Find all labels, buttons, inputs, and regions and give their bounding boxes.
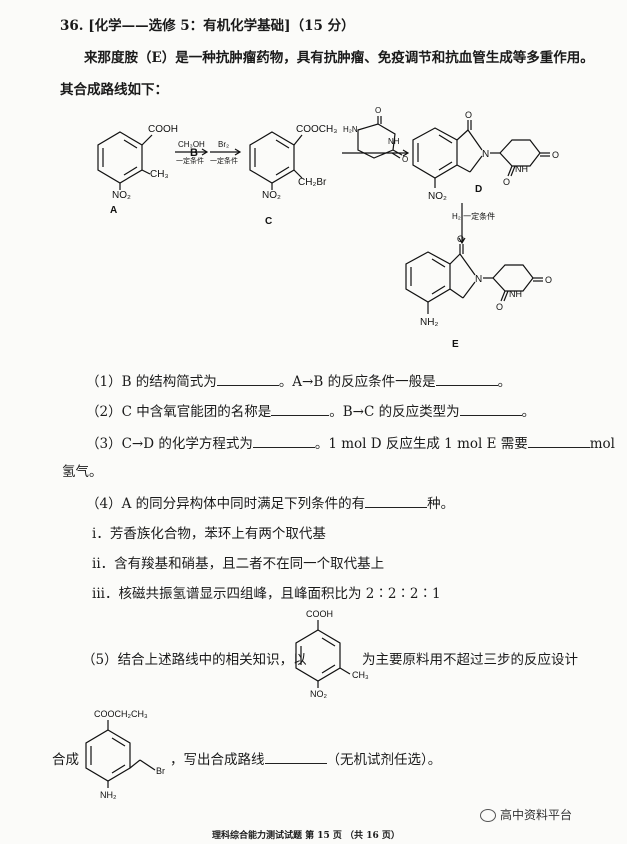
q5s1-no2: NO₂: [310, 689, 328, 699]
d-label: D: [475, 184, 482, 195]
d-no2: NO₂: [428, 191, 447, 202]
d-o2: O: [503, 177, 510, 187]
question-1: （1）B 的结构简式为 。A→B 的反应条件一般是 。: [86, 370, 511, 390]
q2-blank-1[interactable]: [271, 403, 330, 416]
a-no2: NO₂: [112, 190, 131, 201]
c-ch2br: CH₂Br: [298, 177, 327, 188]
e-o1: O: [457, 234, 464, 244]
d-o3: O: [552, 150, 559, 160]
wechat-icon: [480, 809, 496, 823]
reagent-o1: O: [375, 106, 381, 115]
reagent-h2n: H₂N: [343, 125, 358, 134]
e-nh: NH: [509, 289, 522, 299]
reagent-nh: NH: [388, 137, 400, 146]
e-label: E: [452, 339, 459, 350]
d-o1: O: [465, 110, 472, 120]
c-ester: COOCH₃: [296, 124, 337, 135]
compound-c-ring: [249, 131, 295, 184]
q3-continuation: 氢气。: [62, 464, 103, 480]
arrow2-top: Br₂: [218, 140, 229, 149]
q5-blank[interactable]: [264, 751, 327, 764]
q5s1-cooh: COOH: [306, 609, 333, 619]
q3-text-b: 。1 mol D 反应生成 1 mol E 需要: [314, 436, 528, 452]
q5-line: ，写出合成路线 （无机试剂任选）。: [170, 748, 441, 768]
watermark: 高中资料平台: [480, 806, 572, 823]
compound-d-ring: [412, 127, 458, 179]
b-label: B: [190, 147, 198, 159]
q4-blank[interactable]: [365, 495, 428, 508]
q3-text-a: （3）C→D 的化学方程式为: [86, 436, 253, 452]
q5-target-ring: [85, 729, 131, 782]
q1-blank-1[interactable]: [216, 373, 279, 386]
q4-condition-ii: ii．含有羧基和硝基，且二者不在同一个取代基上: [92, 556, 385, 572]
intro-line-2: 其合成路线如下：: [60, 82, 168, 98]
q5-text-b: 为主要原料用不超过三步的反应设计: [362, 652, 578, 668]
question-3: （3）C→D 的化学方程式为 。1 mol D 反应生成 1 mol E 需要 mo…: [86, 432, 615, 452]
question-2: （2）C 中含氧官能团的名称是 。B→C 的反应类型为 。: [86, 400, 535, 420]
reagent-o2: O: [402, 155, 408, 164]
c-label: C: [265, 216, 272, 227]
intro-line-1: 来那度胺（E）是一种抗肿瘤药物，具有抗肿瘤、免疫调节和抗血管生成等多重作用。: [84, 50, 594, 66]
q2-text-a: （2）C 中含氧官能团的名称是: [86, 404, 272, 420]
q5s2-br: Br: [156, 766, 165, 776]
q3-blank-1[interactable]: [252, 435, 315, 448]
q5s2-ester: COOCH₂CH₃: [94, 709, 148, 719]
q3-blank-2[interactable]: [527, 435, 590, 448]
a-cooh: COOH: [148, 124, 178, 135]
e-o3: O: [545, 275, 552, 285]
q1-text-b: 。A→B 的反应条件一般是: [278, 374, 436, 390]
q1-text-a: （1）B 的结构简式为: [86, 374, 217, 390]
q5s2-nh2: NH₂: [100, 790, 117, 800]
q2-text-b: 。B→C 的反应类型为: [329, 404, 460, 420]
q5-text-e: （无机试剂任选）。: [326, 752, 442, 768]
q5-text-d: ，写出合成路线: [170, 752, 265, 768]
e-nh2: NH₂: [420, 317, 438, 328]
question-points: （15 分）: [290, 18, 355, 34]
c-no2: NO₂: [262, 190, 281, 201]
q1-blank-2[interactable]: [435, 373, 498, 386]
a-ch3: CH₃: [150, 169, 169, 180]
q4-condition-i: i．芳香族化合物，苯环上有两个取代基: [92, 526, 326, 542]
arrow1-top: CH₃OH: [178, 140, 205, 149]
d-nh: NH: [515, 164, 528, 174]
compound-a-ring: [97, 131, 143, 184]
q4-text-a: （4）A 的同分异构体中同时满足下列条件的有: [86, 496, 366, 512]
a-label: A: [110, 205, 117, 216]
arrow2-bottom: 一定条件: [210, 156, 238, 165]
e-n: N: [475, 274, 482, 285]
d-n: N: [482, 149, 489, 160]
q2-text-c: 。: [521, 404, 536, 420]
question-number: 36.: [60, 18, 84, 34]
q4-text-b: 种。: [427, 496, 455, 512]
q1-text-c: 。: [497, 374, 512, 390]
page-footer: 理科综合能力测试试题 第 15 页 （共 16 页）: [212, 831, 400, 841]
question-4: （4）A 的同分异构体中同时满足下列条件的有 种。: [86, 492, 454, 512]
q5s1-ch3: CH₃: [352, 670, 369, 680]
arrow1-bottom: 一定条件: [176, 156, 204, 165]
q2-blank-2[interactable]: [459, 403, 522, 416]
q4-condition-iii: iii．核磁共振氢谱显示四组峰，且峰面积比为 2∶2∶2∶1: [92, 586, 441, 602]
compound-e-ring: [405, 251, 451, 303]
q5-text-c: 合成: [52, 752, 79, 768]
e-o2: O: [496, 302, 503, 312]
arrow4-label: H₂ 一定条件: [452, 211, 495, 221]
question-title: [化学——选修 5：有机化学基础]: [88, 18, 291, 34]
watermark-text: 高中资料平台: [500, 808, 573, 822]
q5-text-a: （5）结合上述路线中的相关知识，以: [82, 652, 307, 668]
question-header: 36. [化学——选修 5：有机化学基础]（15 分）: [60, 14, 355, 34]
q3-text-c: mol: [589, 436, 615, 452]
